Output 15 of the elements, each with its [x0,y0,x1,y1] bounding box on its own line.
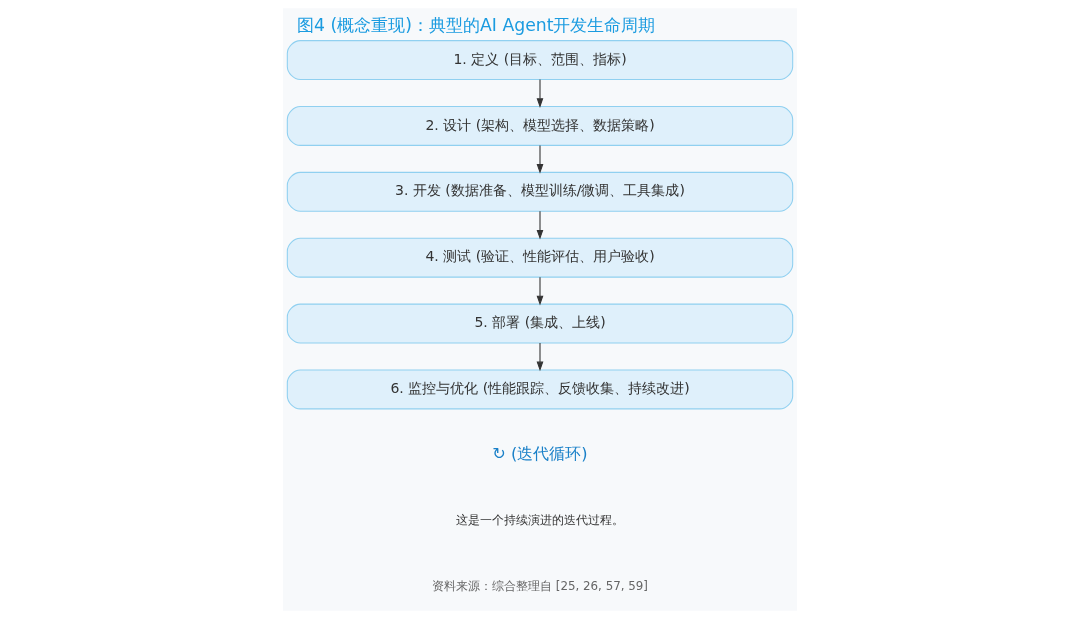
diagram-title: 图4 (概念重现)：典型的AI Agent开发生命周期 [297,14,656,35]
label: 这是一个持续演进的迭代过程。 [456,513,624,528]
label: 资料来源：综合整理自 [25, 26, 57, 59] [431,579,649,594]
node-box: 5. 部署 (集成、上线) [286,303,794,344]
node-box: 2. 设计 (架构、模型选择、数据策略) [286,105,794,146]
arrow [536,342,544,372]
node-box: 3. 开发 (数据准备、模型训练/微调、工具集成) [286,171,794,212]
arrow [536,144,544,174]
arrow [536,210,544,240]
node-box: 6. 监控与优化 (性能跟踪、反馈收集、持续改进) [286,369,794,410]
arrow [536,276,544,306]
label: ↻ (迭代循环) [492,444,588,464]
node-box: 1. 定义 (目标、范围、指标) [286,40,794,81]
arrow [536,79,544,108]
node-box: 4. 测试 (验证、性能评估、用户验收) [286,237,794,278]
